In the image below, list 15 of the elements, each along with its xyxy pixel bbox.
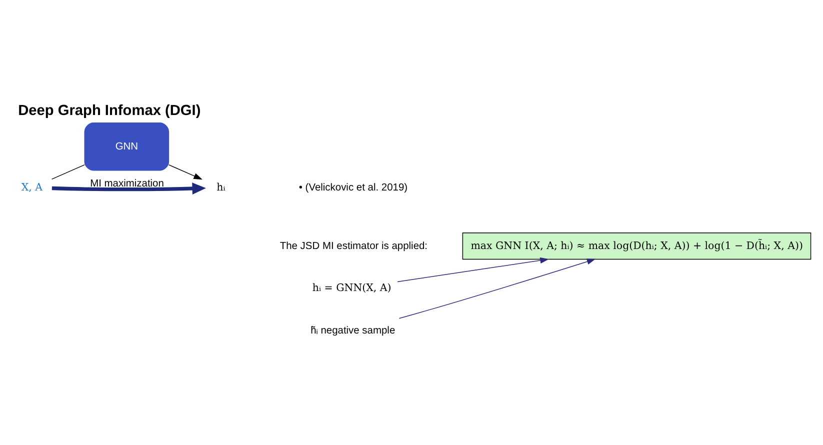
label: The JSD MI estimator is applied: [280, 240, 428, 252]
node-box: GNN [84, 122, 170, 171]
connector [51, 164, 85, 180]
arrow [398, 258, 596, 319]
node-box: max GNN I(X, A; hᵢ) ≈ max log(D(hᵢ; X, A)) + log(1 − D(h̃ᵢ; X, A)) [462, 232, 812, 260]
arrow [397, 257, 549, 282]
arrow [168, 164, 202, 180]
label: • (Velickovic et al. 2019) [298, 182, 408, 194]
edge-label: MI maximization [90, 178, 164, 190]
node-text: h̃ᵢ negative sample [310, 326, 396, 337]
node-text: X, A [21, 182, 43, 194]
arrow [52, 182, 206, 195]
node-text: hᵢ = GNN(X, A) [312, 283, 392, 294]
diagram-title: Deep Graph Infomax (DGI) [18, 102, 201, 119]
node-text: hᵢ [216, 182, 226, 194]
